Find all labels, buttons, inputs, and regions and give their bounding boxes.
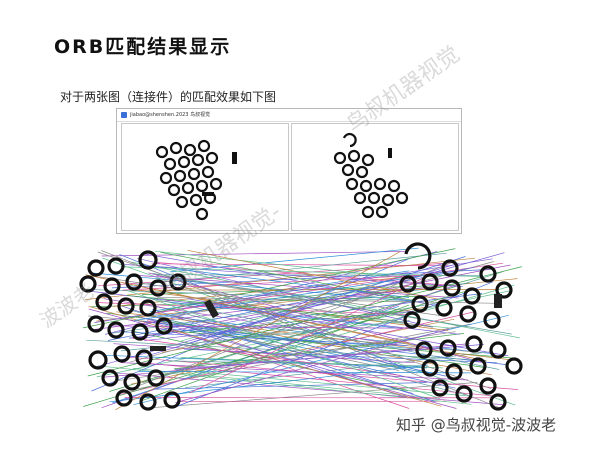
match-lines-image [79,242,523,411]
scene-image-pane [291,123,459,231]
embedded-window-screenshot: jiabao@shenshen.2023 鸟叔视觉 [116,108,462,234]
slide-subtitle: 对于两张图（连接件）的匹配效果如下图 [60,90,277,104]
feature-match-visualization [68,238,538,418]
app-icon [121,112,127,118]
window-titlebar: jiabao@shenshen.2023 鸟叔视觉 [117,109,461,122]
window-title: jiabao@shenshen.2023 鸟叔视觉 [130,112,211,118]
template-parts-image [155,139,237,221]
template-image-pane [121,123,289,231]
scene-parts-image [333,132,409,219]
zhihu-credit: 知乎 @鸟叔视觉-波波老 [396,416,557,434]
slide-title: ORB匹配结果显示 [54,36,232,58]
